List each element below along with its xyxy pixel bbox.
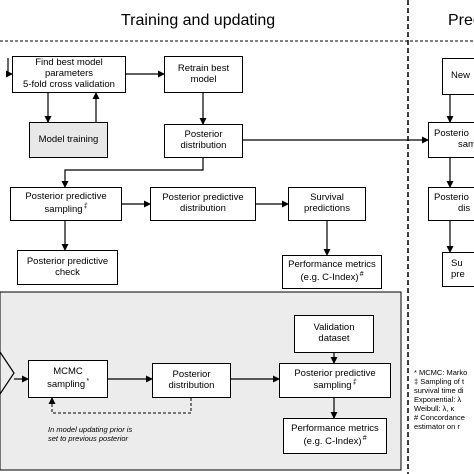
- legend-line: * MCMC: Marko: [414, 368, 468, 377]
- validation-dataset-box: Validation dataset: [294, 315, 374, 353]
- box-line: Model training: [38, 133, 99, 145]
- input-chevron: [0, 351, 15, 395]
- box-line: sampling: [47, 379, 86, 391]
- model-updating-note: In model updating prior is set to previo…: [48, 425, 132, 443]
- find-best-params-box: Find best model parameters 5-fold cross …: [12, 56, 126, 93]
- right-posterior-distribution-box: Posterio dis: [428, 187, 474, 221]
- box-line: parameters: [44, 68, 94, 80]
- box-line: Validation: [313, 322, 355, 334]
- box-line: Posterio: [434, 192, 469, 204]
- footnote-mark: #: [362, 434, 367, 442]
- legend-notes: * MCMC: Marko ‡ Sampling of t survival t…: [414, 368, 467, 431]
- box-line: Posterior: [172, 368, 211, 380]
- survival-predictions-box: Survival predictions: [288, 187, 366, 221]
- legend-line: survival time di: [414, 386, 464, 395]
- box-line: Posterior: [184, 129, 223, 141]
- retrain-model-box: Retrain best model: [164, 56, 243, 93]
- box-line: Performance metrics: [288, 259, 376, 270]
- right-posterior-sampling-box: Posterio sam: [428, 122, 474, 158]
- prediction-header: Prec: [448, 12, 474, 29]
- box-line: Posterior predictive: [25, 191, 107, 202]
- pp-sampling-box: Posterior predictive sampling‡: [10, 187, 122, 221]
- legend-line: # Concordance: [414, 413, 465, 422]
- pp-distribution-box: Posterior predictive distribution: [150, 187, 256, 221]
- box-line: Posterio: [434, 128, 469, 140]
- box-line: Su: [451, 257, 463, 269]
- box-line: distribution: [180, 140, 227, 151]
- legend-line: ‡ Sampling of t: [414, 377, 465, 386]
- mcmc-sampling-box: MCMC sampling*: [28, 360, 108, 398]
- performance-metrics-bottom-box: Performance metrics (e.g. C-Index)#: [283, 418, 387, 454]
- box-line: pre: [451, 268, 465, 280]
- box-line: check: [55, 266, 80, 278]
- box-line: (e.g. C-Index): [300, 272, 359, 284]
- model-training-box: Model training: [29, 122, 108, 158]
- box-line: Performance metrics: [291, 423, 379, 434]
- note-line: set to previous posterior: [48, 434, 129, 443]
- legend-line: Weibull: λ, κ: [414, 404, 455, 413]
- footnote-mark: *: [86, 377, 89, 385]
- box-line: Find best model: [35, 57, 103, 69]
- box-line: Posterior predictive: [294, 367, 376, 379]
- pp-check-box: Posterior predictive check: [17, 250, 118, 285]
- box-line: New: [451, 70, 471, 82]
- footnote-mark: ‡: [352, 379, 357, 387]
- box-line: Retrain best: [177, 62, 230, 74]
- footnote-mark: #: [359, 270, 364, 278]
- box-line: Posterior predictive: [26, 255, 109, 267]
- performance-metrics-top-box: Performance metrics (e.g. C-Index)#: [282, 255, 382, 289]
- posterior-distribution-top-box: Posterior distribution: [164, 124, 243, 158]
- box-line: sampling: [44, 204, 83, 216]
- box-line: (e.g. C-Index): [303, 436, 362, 448]
- pp-sampling-bottom-box: Posterior predictive sampling‡: [279, 363, 391, 398]
- note-line: In model updating prior is: [48, 425, 133, 434]
- box-line: 5-fold cross validation: [23, 78, 115, 90]
- box-line: distribution: [180, 203, 226, 214]
- posterior-distribution-bottom-box: Posterior distribution: [152, 363, 231, 398]
- box-line: Posterior predictive: [162, 192, 244, 204]
- box-line: Survival: [310, 192, 344, 204]
- legend-line: Exponential: λ: [414, 395, 462, 404]
- box-line: predictions: [304, 203, 350, 214]
- box-line: model: [190, 73, 217, 85]
- box-line: dis: [458, 203, 471, 214]
- training-header: Training and updating: [121, 12, 276, 29]
- box-line: distribution: [168, 379, 215, 391]
- box-line: MCMC: [53, 366, 83, 377]
- update-prior-feedback: [48, 397, 192, 414]
- footnote-mark: ‡: [83, 202, 88, 210]
- legend-line: estimator on r: [414, 422, 460, 431]
- right-survival-box: Su pre: [442, 252, 474, 287]
- box-line: dataset: [318, 333, 350, 344]
- box-line: sam: [458, 139, 474, 150]
- box-line: sampling: [313, 380, 352, 392]
- new-data-box: New: [442, 58, 474, 95]
